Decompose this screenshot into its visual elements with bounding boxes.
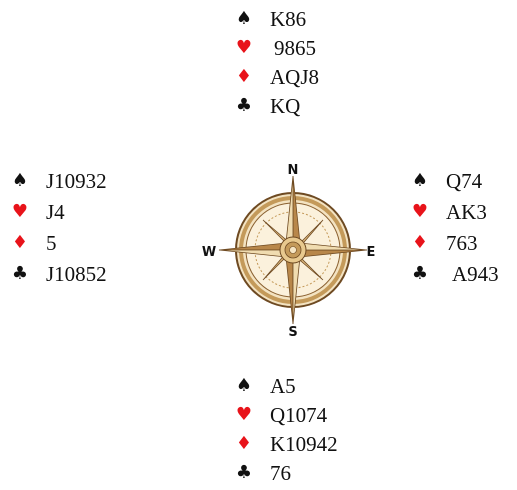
diamond-icon: ♦ xyxy=(235,433,253,454)
club-icon: ♣ xyxy=(11,263,29,284)
compass-west-label: W xyxy=(202,245,216,260)
club-icon: ♣ xyxy=(235,462,253,483)
heart-icon: ♥ xyxy=(411,201,429,222)
compass-south-label: S xyxy=(288,325,297,340)
spade-icon: ♠ xyxy=(235,8,253,29)
east-hearts-cards: AK3 xyxy=(446,200,487,224)
compass-rose-icon: N S W E xyxy=(202,163,376,340)
west-spades-cards: J10932 xyxy=(46,169,107,193)
diamond-icon: ♦ xyxy=(11,232,29,253)
heart-icon: ♥ xyxy=(235,404,253,425)
south-clubs-cards: 76 xyxy=(270,461,291,485)
diamond-icon: ♦ xyxy=(235,66,253,87)
heart-icon: ♥ xyxy=(11,201,29,222)
club-icon: ♣ xyxy=(235,95,253,116)
south-diamonds-cards: K10942 xyxy=(270,432,338,456)
east-spades-cards: Q74 xyxy=(446,169,483,193)
east-clubs-cards: A943 xyxy=(452,262,499,286)
east-diamonds-cards: 763 xyxy=(446,231,478,255)
heart-icon: ♥ xyxy=(235,37,253,58)
spade-icon: ♠ xyxy=(411,170,429,191)
south-hearts-cards: Q1074 xyxy=(270,403,328,427)
west-clubs-cards: J10852 xyxy=(46,262,107,286)
spade-icon: ♠ xyxy=(235,375,253,396)
west-diamonds-cards: 5 xyxy=(46,231,57,255)
south-spades-cards: A5 xyxy=(270,374,296,398)
north-diamonds-cards: AQJ8 xyxy=(270,65,320,89)
compass-east-label: E xyxy=(367,245,376,260)
spade-icon: ♠ xyxy=(11,170,29,191)
north-hearts-cards: 9865 xyxy=(274,36,316,60)
north-clubs-cards: KQ xyxy=(270,94,301,118)
north-spades-cards: K86 xyxy=(270,7,307,31)
club-icon: ♣ xyxy=(411,263,429,284)
diamond-icon: ♦ xyxy=(411,232,429,253)
west-hearts-cards: J4 xyxy=(46,200,65,224)
compass-north-label: N xyxy=(288,163,299,178)
